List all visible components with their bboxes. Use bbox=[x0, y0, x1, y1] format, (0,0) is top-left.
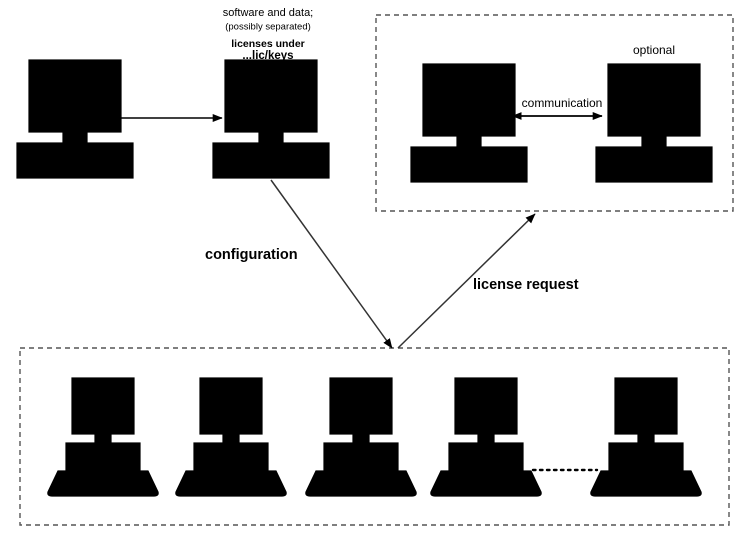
license-server-group-box bbox=[375, 14, 734, 212]
client-1-label-line2: term. bbox=[90, 406, 116, 418]
client-5-label-line2: term. bbox=[633, 406, 659, 418]
client-4-label-line2: term. bbox=[473, 406, 499, 418]
license-request-label: license request bbox=[473, 277, 579, 293]
arrow-configuration bbox=[270, 179, 393, 349]
client-2-label-line1: client/ bbox=[216, 390, 247, 402]
admin-computer bbox=[16, 59, 134, 179]
client-3-label-line2: term. bbox=[348, 406, 374, 418]
license-master-small-label: Lincense server bbox=[439, 80, 499, 90]
psol-screen-label-line2: server bbox=[250, 97, 292, 114]
license-backup-small-label: Lincense server bbox=[624, 80, 684, 90]
admin-screen-label: admin bbox=[56, 80, 94, 96]
psol-note-line4: ...lic/keys bbox=[242, 50, 293, 62]
psol-note-line1: software and data; bbox=[223, 7, 314, 19]
communication-label: communication bbox=[522, 96, 603, 110]
configuration-label: configuration bbox=[205, 247, 298, 263]
client-4-label-line1: client/ bbox=[471, 390, 502, 402]
client-group-box bbox=[19, 347, 730, 526]
psol-server-computer bbox=[212, 59, 330, 179]
license-master-big-label: master bbox=[448, 93, 491, 109]
client-2-label-line2: term. bbox=[218, 406, 244, 418]
arrow-license-request bbox=[397, 213, 536, 349]
client-3-label-line1: client/ bbox=[346, 390, 377, 402]
license-backup-big-label: backup bbox=[631, 93, 676, 109]
client-5-label-line1: client/ bbox=[631, 390, 662, 402]
client-1-label-line1: client/ bbox=[88, 390, 119, 402]
psol-note-line3: licenses under bbox=[231, 38, 305, 50]
psol-screen-label-line1: Psol bbox=[256, 79, 285, 96]
license-backup-optional-caption: optional bbox=[633, 43, 675, 57]
psol-note-line2: (possibly separated) bbox=[225, 22, 311, 33]
